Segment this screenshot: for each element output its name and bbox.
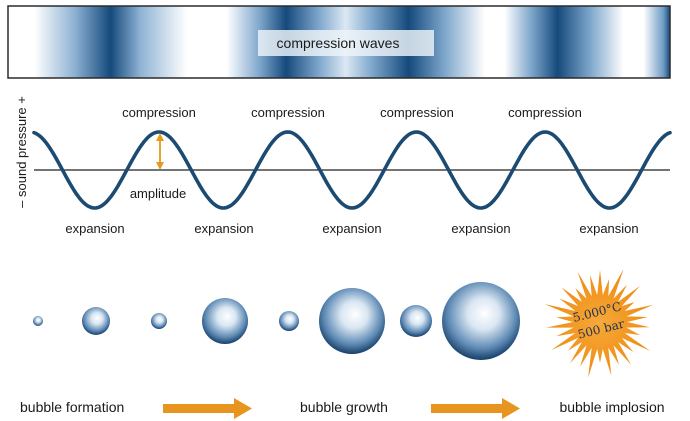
stage-bubble-formation: bubble formation [20,399,124,415]
compression-label-2: compression [251,105,325,120]
bubble-sequence: 5.000°C 500 bar [33,269,654,378]
bubble-3 [151,313,167,329]
bubble-1 [33,316,43,326]
compression-waves-banner: compression waves [7,5,671,79]
bubble-7 [400,305,432,337]
expansion-label-5: expansion [579,221,638,236]
amplitude-indicator [156,133,164,170]
bubble-4 [202,298,248,344]
compression-label-3: compression [380,105,454,120]
sound-wave-plot: amplitude compression compression compre… [32,105,672,236]
expansion-label-3: expansion [322,221,381,236]
compression-label-4: compression [508,105,582,120]
expansion-label-2: expansion [194,221,253,236]
stage-row: bubble formation bubble growth bubble im… [20,398,665,419]
banner-label-box [258,30,434,56]
arrow-right-icon [163,398,252,419]
stage-bubble-growth: bubble growth [300,399,388,415]
sound-pressure-axis-label: – sound pressure + [14,96,29,208]
bubble-implosion-burst: 5.000°C 500 bar [544,269,654,378]
amplitude-label: amplitude [130,186,186,201]
bubble-8 [442,282,520,360]
bubble-5 [279,311,299,331]
bubble-2 [82,307,110,335]
sound-pressure-wave [32,130,672,210]
expansion-label-4: expansion [451,221,510,236]
compression-label-1: compression [122,105,196,120]
implosion-burst-icon [544,269,654,378]
expansion-label-1: expansion [65,221,124,236]
stage-bubble-implosion: bubble implosion [559,399,664,415]
banner-label: compression waves [277,35,400,51]
bubble-6 [319,288,385,354]
arrow-right-icon [431,398,520,419]
